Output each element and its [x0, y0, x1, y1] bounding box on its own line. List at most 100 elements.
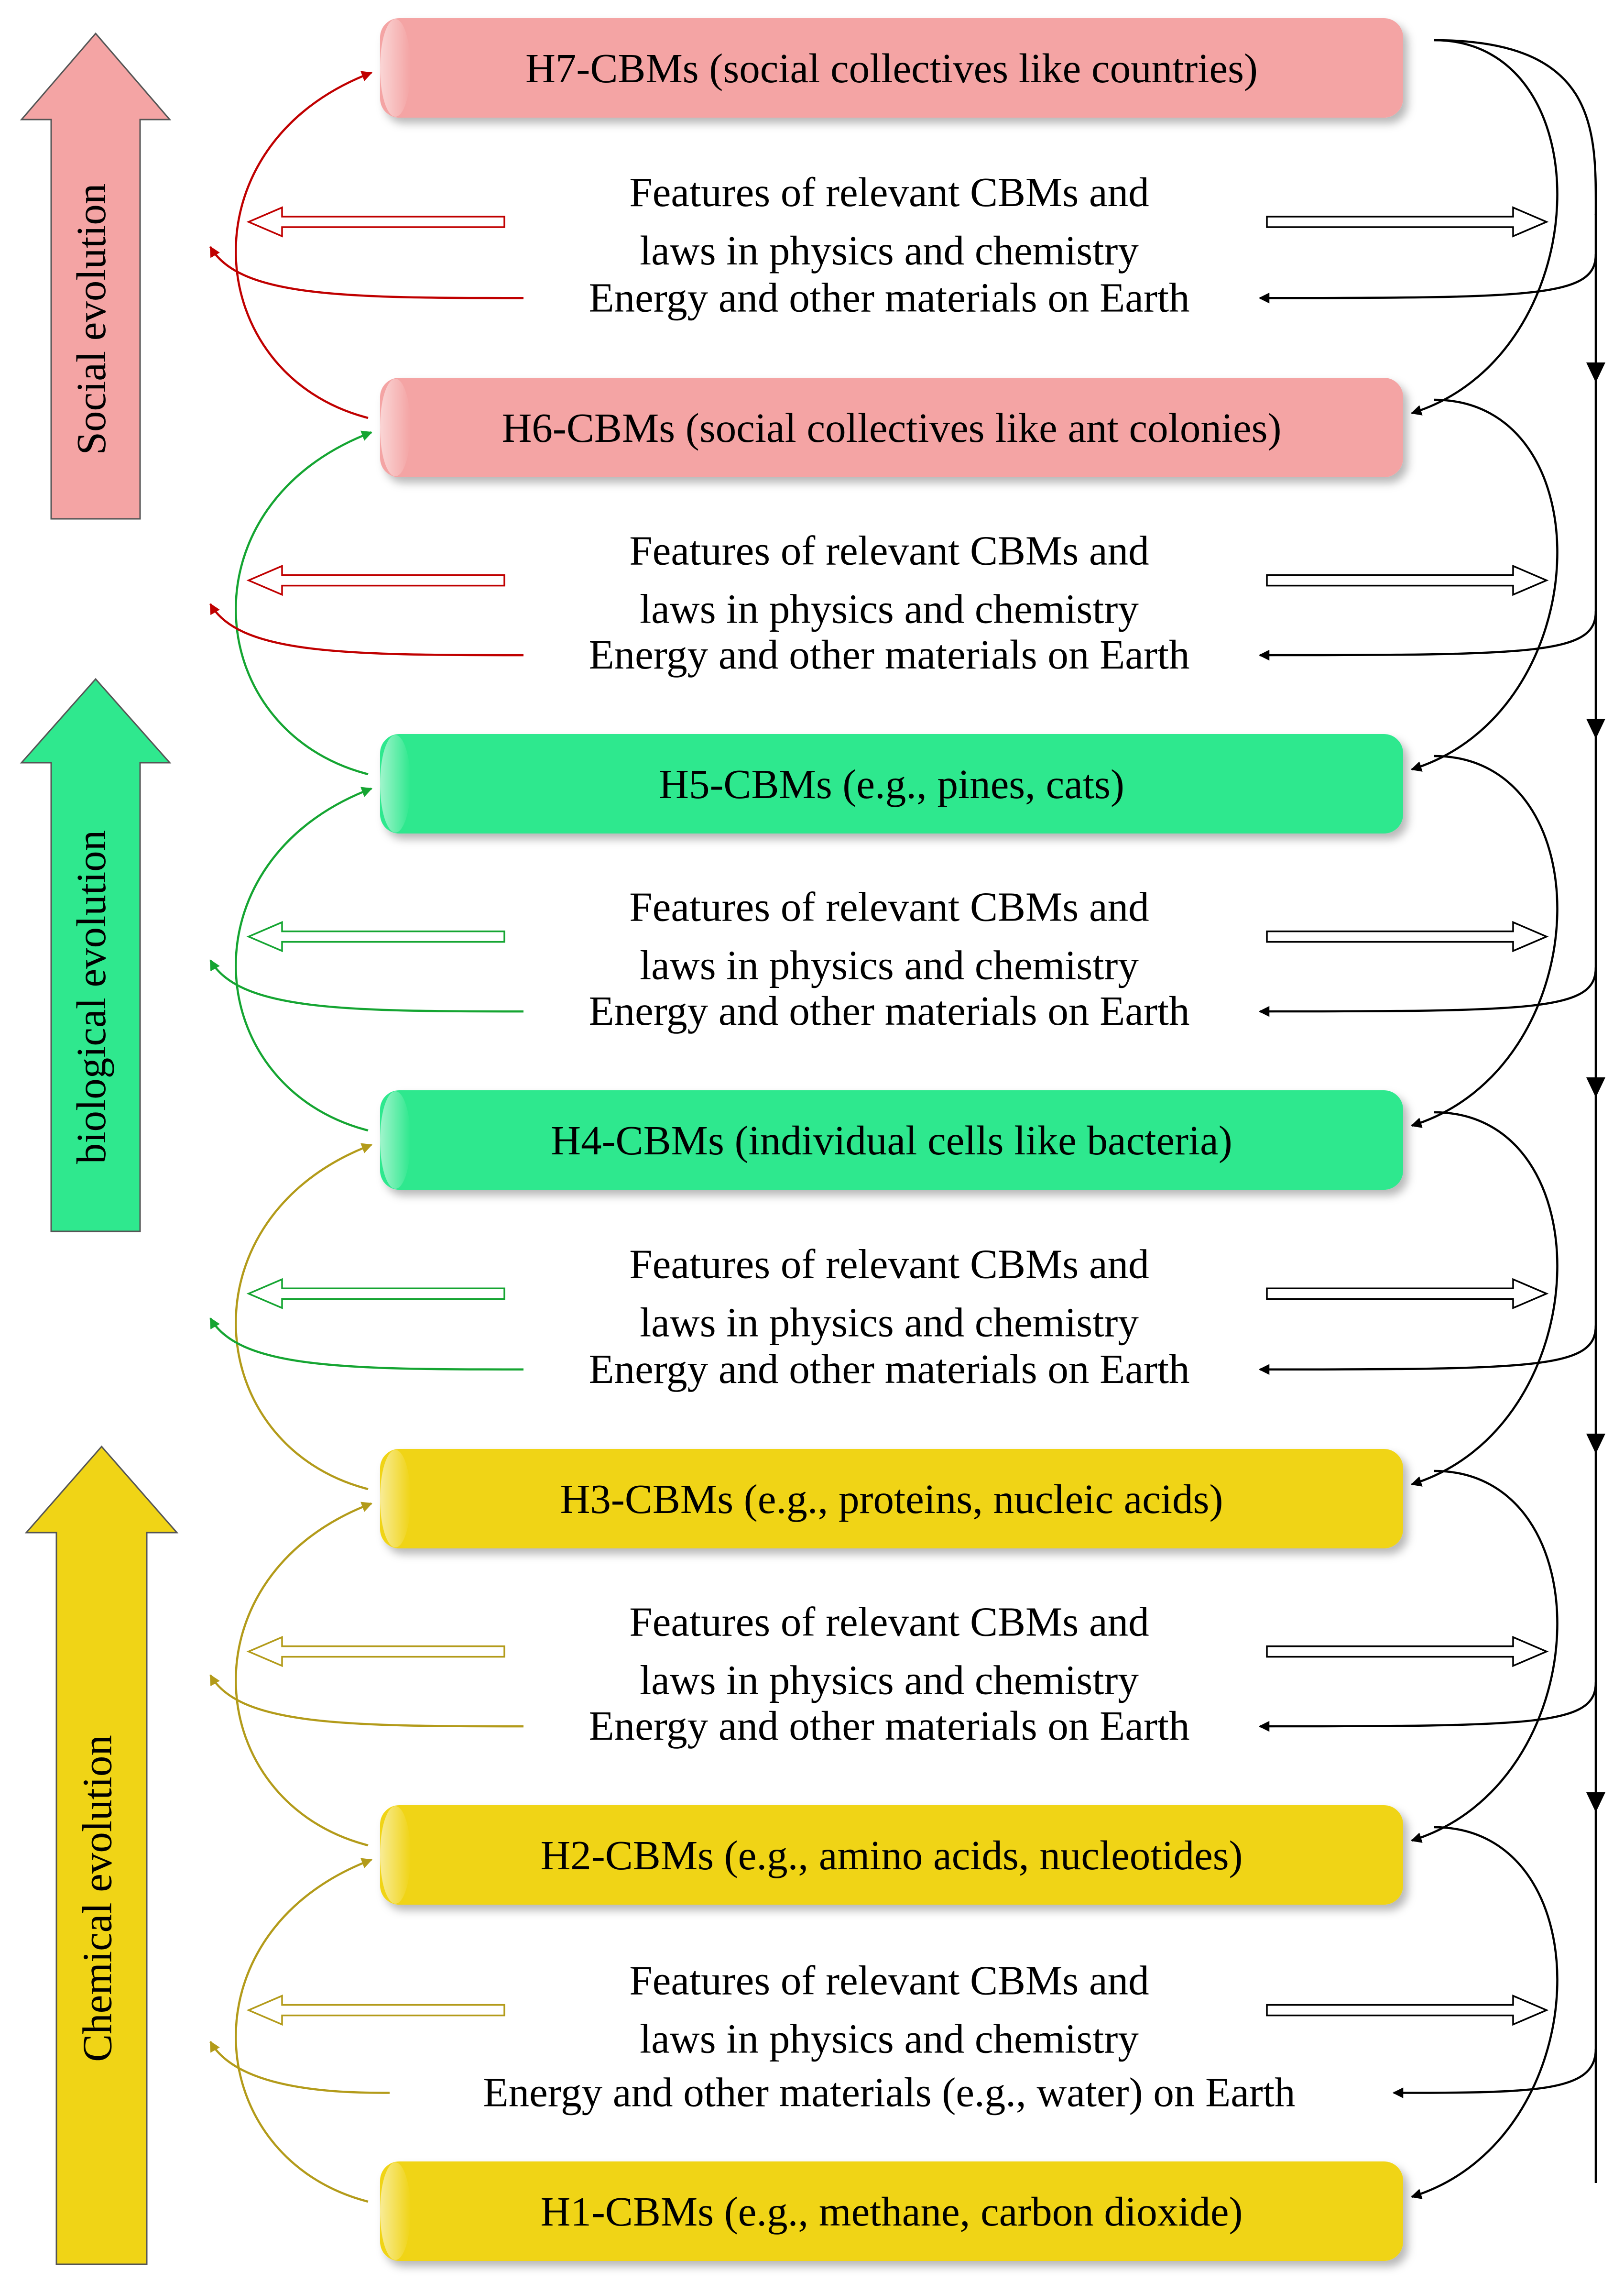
energy-input-arrow — [1258, 1325, 1597, 1375]
transition-h2-to-h3: Features of relevant CBMs and laws in phy… — [246, 1599, 1597, 1749]
features-text-line1: Features of relevant CBMs and — [629, 1240, 1149, 1287]
energy-text: Energy and other materials on Earth — [589, 274, 1189, 320]
features-text-line2: laws in physics and chemistry — [640, 942, 1139, 988]
stage-arrow-social: Social evolution — [20, 32, 172, 520]
level-label: H1-CBMs (e.g., methane, carbon dioxide) — [541, 2188, 1243, 2235]
energy-text: Energy and other materials (e.g., water)… — [483, 2069, 1295, 2116]
energy-text: Energy and other materials on Earth — [589, 987, 1189, 1034]
level-box-body — [380, 18, 1403, 118]
level-box-h6: H6-CBMs (social collectives like ant col… — [380, 378, 1403, 477]
level-box-cap — [380, 735, 411, 833]
level-box-cap — [380, 1450, 411, 1547]
energy-input-arrow — [1258, 967, 1597, 1017]
hollow-left-arrow — [246, 921, 505, 953]
down-arrowhead — [1586, 1077, 1605, 1097]
hollow-right-arrow — [1266, 206, 1549, 238]
features-text-line1: Features of relevant CBMs and — [629, 884, 1149, 930]
level-label: H7-CBMs (social collectives like countri… — [525, 45, 1258, 91]
stage-label: biological evolution — [68, 830, 114, 1164]
transition-h1-to-h2: Features of relevant CBMs and laws in phy… — [246, 1957, 1597, 2116]
emergence-curve — [235, 430, 373, 776]
down-arrowhead — [1586, 1792, 1605, 1812]
emergence-curve — [235, 787, 373, 1132]
level-box-cap — [380, 379, 411, 476]
energy-to-emergence-arrow — [209, 1674, 524, 1728]
downward-link-curve — [1410, 1469, 1559, 1843]
stage-arrow-biological: biological evolution — [20, 678, 172, 1232]
level-box-h4: H4-CBMs (individual cells like bacteria) — [380, 1090, 1403, 1190]
hollow-right-arrow — [1266, 921, 1549, 953]
down-arrowhead — [1586, 362, 1605, 383]
hollow-left-arrow — [246, 1278, 505, 1309]
energy-input-arrow — [1258, 611, 1597, 661]
stage-arrow-shape — [24, 1445, 179, 2265]
top-connector — [1434, 39, 1597, 216]
energy-to-emergence-arrow — [209, 246, 524, 299]
down-arrowhead — [1586, 719, 1605, 739]
level-label: H6-CBMs (social collectives like ant col… — [502, 405, 1282, 451]
level-label: H3-CBMs (e.g., proteins, nucleic acids) — [560, 1476, 1223, 1522]
level-box-cap — [380, 19, 411, 117]
hollow-right-arrow — [1266, 1994, 1549, 2026]
stage-label: Social evolution — [68, 184, 114, 455]
features-text-line2: laws in physics and chemistry — [640, 227, 1139, 274]
hollow-right-arrow — [1266, 1278, 1549, 1309]
features-text-line1: Features of relevant CBMs and — [629, 169, 1149, 215]
energy-input-arrow — [1258, 1682, 1597, 1732]
level-box-h3: H3-CBMs (e.g., proteins, nucleic acids) — [380, 1449, 1403, 1548]
energy-input-arrow — [1258, 254, 1597, 304]
transition-h4-to-h5: Features of relevant CBMs and laws in phy… — [246, 884, 1597, 1034]
features-text-line2: laws in physics and chemistry — [640, 2016, 1139, 2062]
transition-h5-to-h6: Features of relevant CBMs and laws in phy… — [246, 527, 1597, 678]
energy-text: Energy and other materials on Earth — [589, 1346, 1189, 1392]
hollow-left-arrow — [246, 206, 505, 238]
stage-arrow-shape — [20, 678, 172, 1232]
level-box-body — [380, 1449, 1403, 1548]
features-text-line2: laws in physics and chemistry — [640, 1299, 1139, 1345]
stage-label: Chemical evolution — [74, 1735, 120, 2062]
energy-to-emergence-arrow — [209, 1317, 524, 1371]
emergence-curve — [235, 1143, 373, 1491]
transition-h6-to-h7: Features of relevant CBMs and laws in phy… — [246, 169, 1597, 320]
features-text-line1: Features of relevant CBMs and — [629, 527, 1149, 574]
level-label: H4-CBMs (individual cells like bacteria) — [551, 1117, 1232, 1163]
level-box-body — [380, 2161, 1403, 2261]
level-box-h2: H2-CBMs (e.g., amino acids, nucleotides) — [380, 1805, 1403, 1905]
features-text-line2: laws in physics and chemistry — [640, 586, 1139, 632]
energy-text: Energy and other materials on Earth — [589, 1702, 1189, 1749]
hollow-left-arrow — [246, 1994, 505, 2026]
level-box-cap — [380, 1091, 411, 1189]
emergence-curve — [235, 1502, 373, 1847]
level-box-body — [380, 378, 1403, 477]
level-box-h5: H5-CBMs (e.g., pines, cats) — [380, 734, 1403, 833]
hollow-right-arrow — [1266, 1635, 1549, 1667]
features-text-line1: Features of relevant CBMs and — [629, 1957, 1149, 2004]
hollow-left-arrow — [246, 564, 505, 596]
downward-link-curve — [1410, 1111, 1559, 1487]
stage-arrow-shape — [20, 32, 172, 520]
energy-text: Energy and other materials on Earth — [589, 631, 1189, 678]
level-box-h7: H7-CBMs (social collectives like countri… — [380, 18, 1403, 118]
energy-to-emergence-arrow — [209, 2040, 390, 2094]
level-box-body — [380, 734, 1403, 833]
features-text-line1: Features of relevant CBMs and — [629, 1599, 1149, 1645]
downward-link-curve — [1410, 1826, 1559, 2199]
energy-to-emergence-arrow — [209, 603, 524, 657]
features-text-line2: laws in physics and chemistry — [640, 1657, 1139, 1703]
level-box-body — [380, 1090, 1403, 1190]
hollow-right-arrow — [1266, 564, 1549, 596]
down-arrowhead — [1586, 1434, 1605, 1454]
transition-h3-to-h4: Features of relevant CBMs and laws in phy… — [246, 1240, 1597, 1392]
emergence-curve — [235, 1858, 373, 2203]
level-box-cap — [380, 1806, 411, 1904]
level-label: H2-CBMs (e.g., amino acids, nucleotides) — [540, 1832, 1243, 1878]
level-label: H5-CBMs (e.g., pines, cats) — [659, 761, 1124, 807]
level-box-h1: H1-CBMs (e.g., methane, carbon dioxide) — [380, 2161, 1403, 2261]
hollow-left-arrow — [246, 1635, 505, 1667]
emergence-curve — [235, 71, 373, 419]
stage-arrow-chemical: Chemical evolution — [24, 1445, 179, 2265]
downward-link-curve — [1410, 398, 1559, 772]
downward-link-curve — [1410, 755, 1559, 1128]
